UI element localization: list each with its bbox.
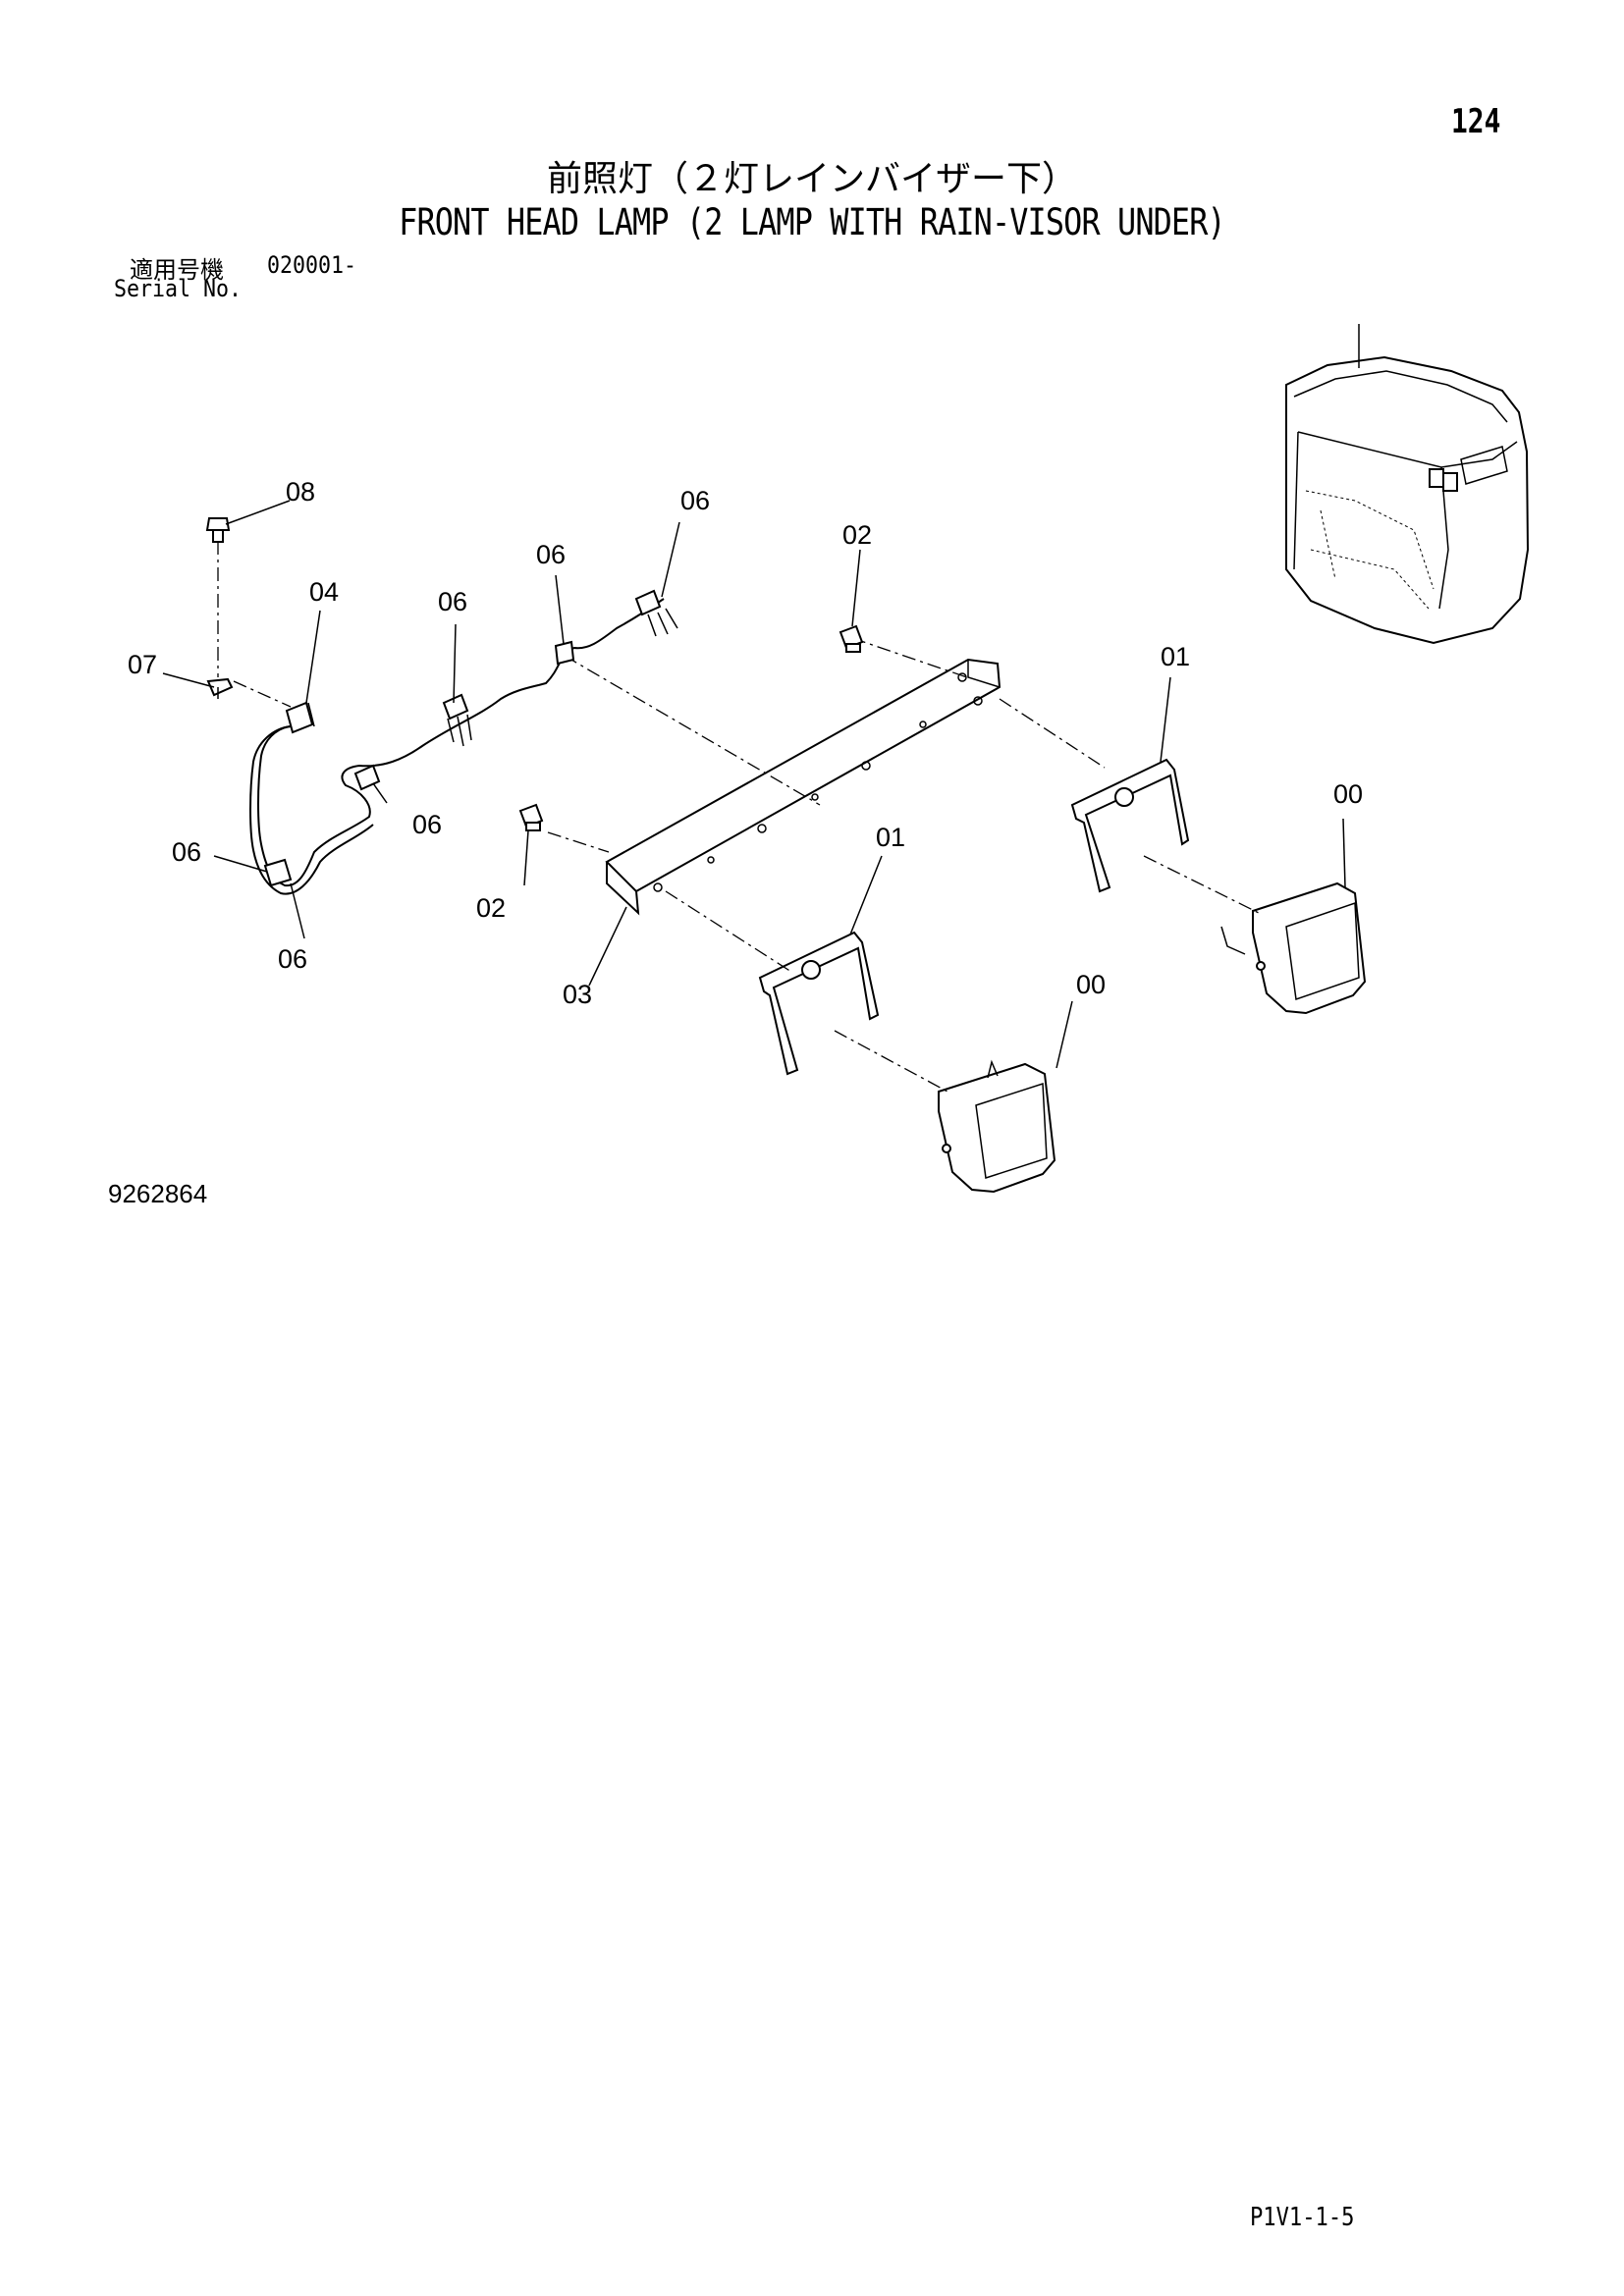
page-title-english: FRONT HEAD LAMP (2 LAMP WITH RAIN-VISOR …	[399, 201, 1226, 243]
part-label-02: 02	[476, 893, 506, 923]
part-label-07: 07	[128, 650, 157, 679]
leader-lines	[162, 500, 1346, 1069]
cab-thumbnail	[1285, 324, 1530, 645]
bracket-01	[758, 758, 1190, 1076]
page-title-japanese: 前照灯（２灯レインバイザー下）	[546, 159, 1077, 199]
part-label-06: 06	[438, 587, 467, 616]
part-label-06: 06	[278, 944, 307, 974]
clip-06	[263, 589, 678, 887]
bolt-02	[518, 624, 864, 831]
part-label-06: 06	[412, 810, 442, 839]
page-number: 124	[1451, 102, 1501, 141]
wire-harness	[249, 589, 678, 895]
part-label-06: 06	[536, 540, 566, 569]
part-labels: 08 04 07 06 06 06 06 06 06 02 02 01 01 0…	[128, 477, 1363, 1009]
part-label-02: 02	[842, 520, 872, 550]
serial-label-japanese: 適用号機	[130, 256, 224, 284]
part-label-03: 03	[563, 980, 592, 1009]
page-code: P1V1-1-5	[1250, 2203, 1355, 2232]
part-label-00: 00	[1076, 970, 1106, 999]
part-label-06: 06	[172, 837, 201, 867]
assembly-lines	[217, 541, 1260, 1093]
mounting-plate-03	[605, 658, 1001, 916]
drawing-number: 9262864	[108, 1179, 208, 1208]
part-label-06: 06	[680, 486, 710, 515]
part-label-01: 01	[876, 823, 905, 852]
bolt-08-and-clip-07	[205, 517, 234, 699]
part-label-01: 01	[1161, 642, 1190, 671]
serial-label-english: Serial No.	[114, 275, 243, 302]
serial-number-value: 020001-	[267, 251, 357, 279]
part-label-08: 08	[286, 477, 315, 507]
part-label-04: 04	[309, 577, 339, 607]
part-label-00: 00	[1333, 779, 1363, 809]
head-lamp-00	[938, 881, 1367, 1194]
